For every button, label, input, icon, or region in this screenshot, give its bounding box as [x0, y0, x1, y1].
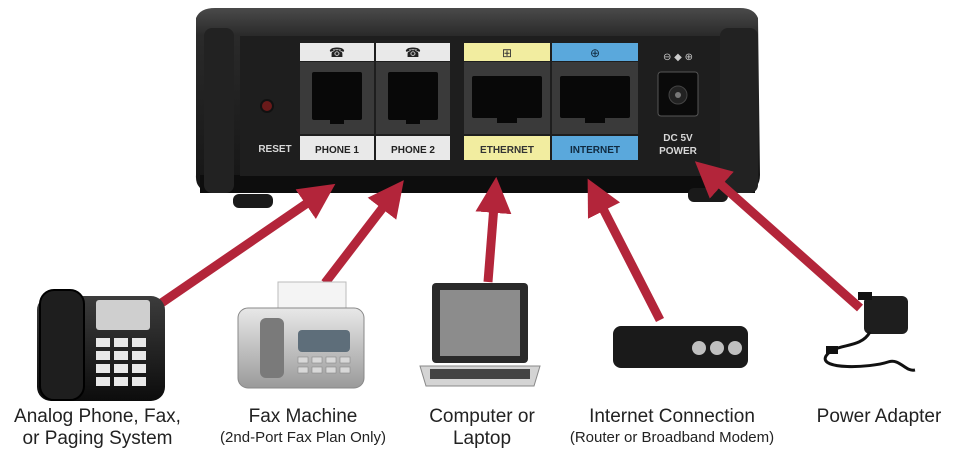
network-icon: ⊞ — [502, 46, 512, 60]
phone-1-port[interactable]: ☎ PHONE 1 — [300, 43, 374, 160]
caption-analog-phone: Analog Phone, Fax, or Paging System — [0, 406, 195, 450]
caption-sub: (Router or Broadband Modem) — [569, 429, 775, 446]
fax-machine-icon — [237, 281, 365, 389]
arrow-internet — [587, 178, 665, 323]
phone-2-label: PHONE 2 — [391, 145, 435, 156]
phone-icon: ☎ — [405, 45, 421, 60]
caption-main: Power Adapter — [816, 406, 942, 427]
reset-label: RESET — [258, 144, 291, 155]
arrow-phone-1 — [157, 183, 336, 308]
connection-arrows — [157, 161, 863, 323]
arrow-phone-2 — [321, 180, 404, 286]
ethernet-label: ETHERNET — [480, 145, 534, 156]
arrow-ethernet — [475, 176, 512, 283]
caption-power-adapter: Power Adapter — [800, 406, 958, 428]
caption-fax-machine: Fax Machine (2nd-Port Fax Plan Only) — [196, 406, 410, 448]
phone-icon: ☎ — [329, 45, 345, 60]
arrow-power — [694, 161, 863, 312]
phone-2-port[interactable]: ☎ PHONE 2 — [376, 43, 450, 160]
reset-button[interactable] — [260, 99, 274, 113]
globe-icon: ⊕ — [590, 46, 600, 60]
ethernet-port[interactable]: ⊞ ETHERNET — [464, 43, 550, 160]
router-back-panel: RESET ☎ PHONE 1 ☎ PHONE 2 ⊞ — [195, 8, 760, 208]
power-symbol-icon: ⊖ ◆ ⊕ — [663, 52, 693, 63]
desk-phone-icon — [37, 289, 165, 401]
caption-main: Fax Machine — [248, 406, 358, 427]
caption-computer: Computer or Laptop — [412, 406, 552, 450]
caption-main: Computer or — [429, 406, 535, 427]
phone-1-label: PHONE 1 — [315, 145, 359, 156]
power-label-2: POWER — [659, 146, 698, 157]
caption-sub: Laptop — [452, 428, 512, 449]
power-port[interactable]: ⊖ ◆ ⊕ DC 5V POWER — [657, 52, 699, 157]
power-adapter-icon — [823, 292, 916, 372]
internet-port[interactable]: ⊕ INTERNET — [552, 43, 638, 160]
caption-sub: (2nd-Port Fax Plan Only) — [220, 429, 386, 446]
modem-icon — [613, 326, 748, 368]
laptop-icon — [419, 283, 541, 387]
caption-internet-connection: Internet Connection (Router or Broadband… — [552, 406, 792, 448]
caption-main: Analog Phone, Fax, — [14, 406, 181, 427]
power-label-1: DC 5V — [663, 133, 693, 144]
caption-main: Internet Connection — [589, 406, 755, 427]
internet-label: INTERNET — [570, 145, 620, 156]
caption-sub: or Paging System — [22, 428, 173, 449]
